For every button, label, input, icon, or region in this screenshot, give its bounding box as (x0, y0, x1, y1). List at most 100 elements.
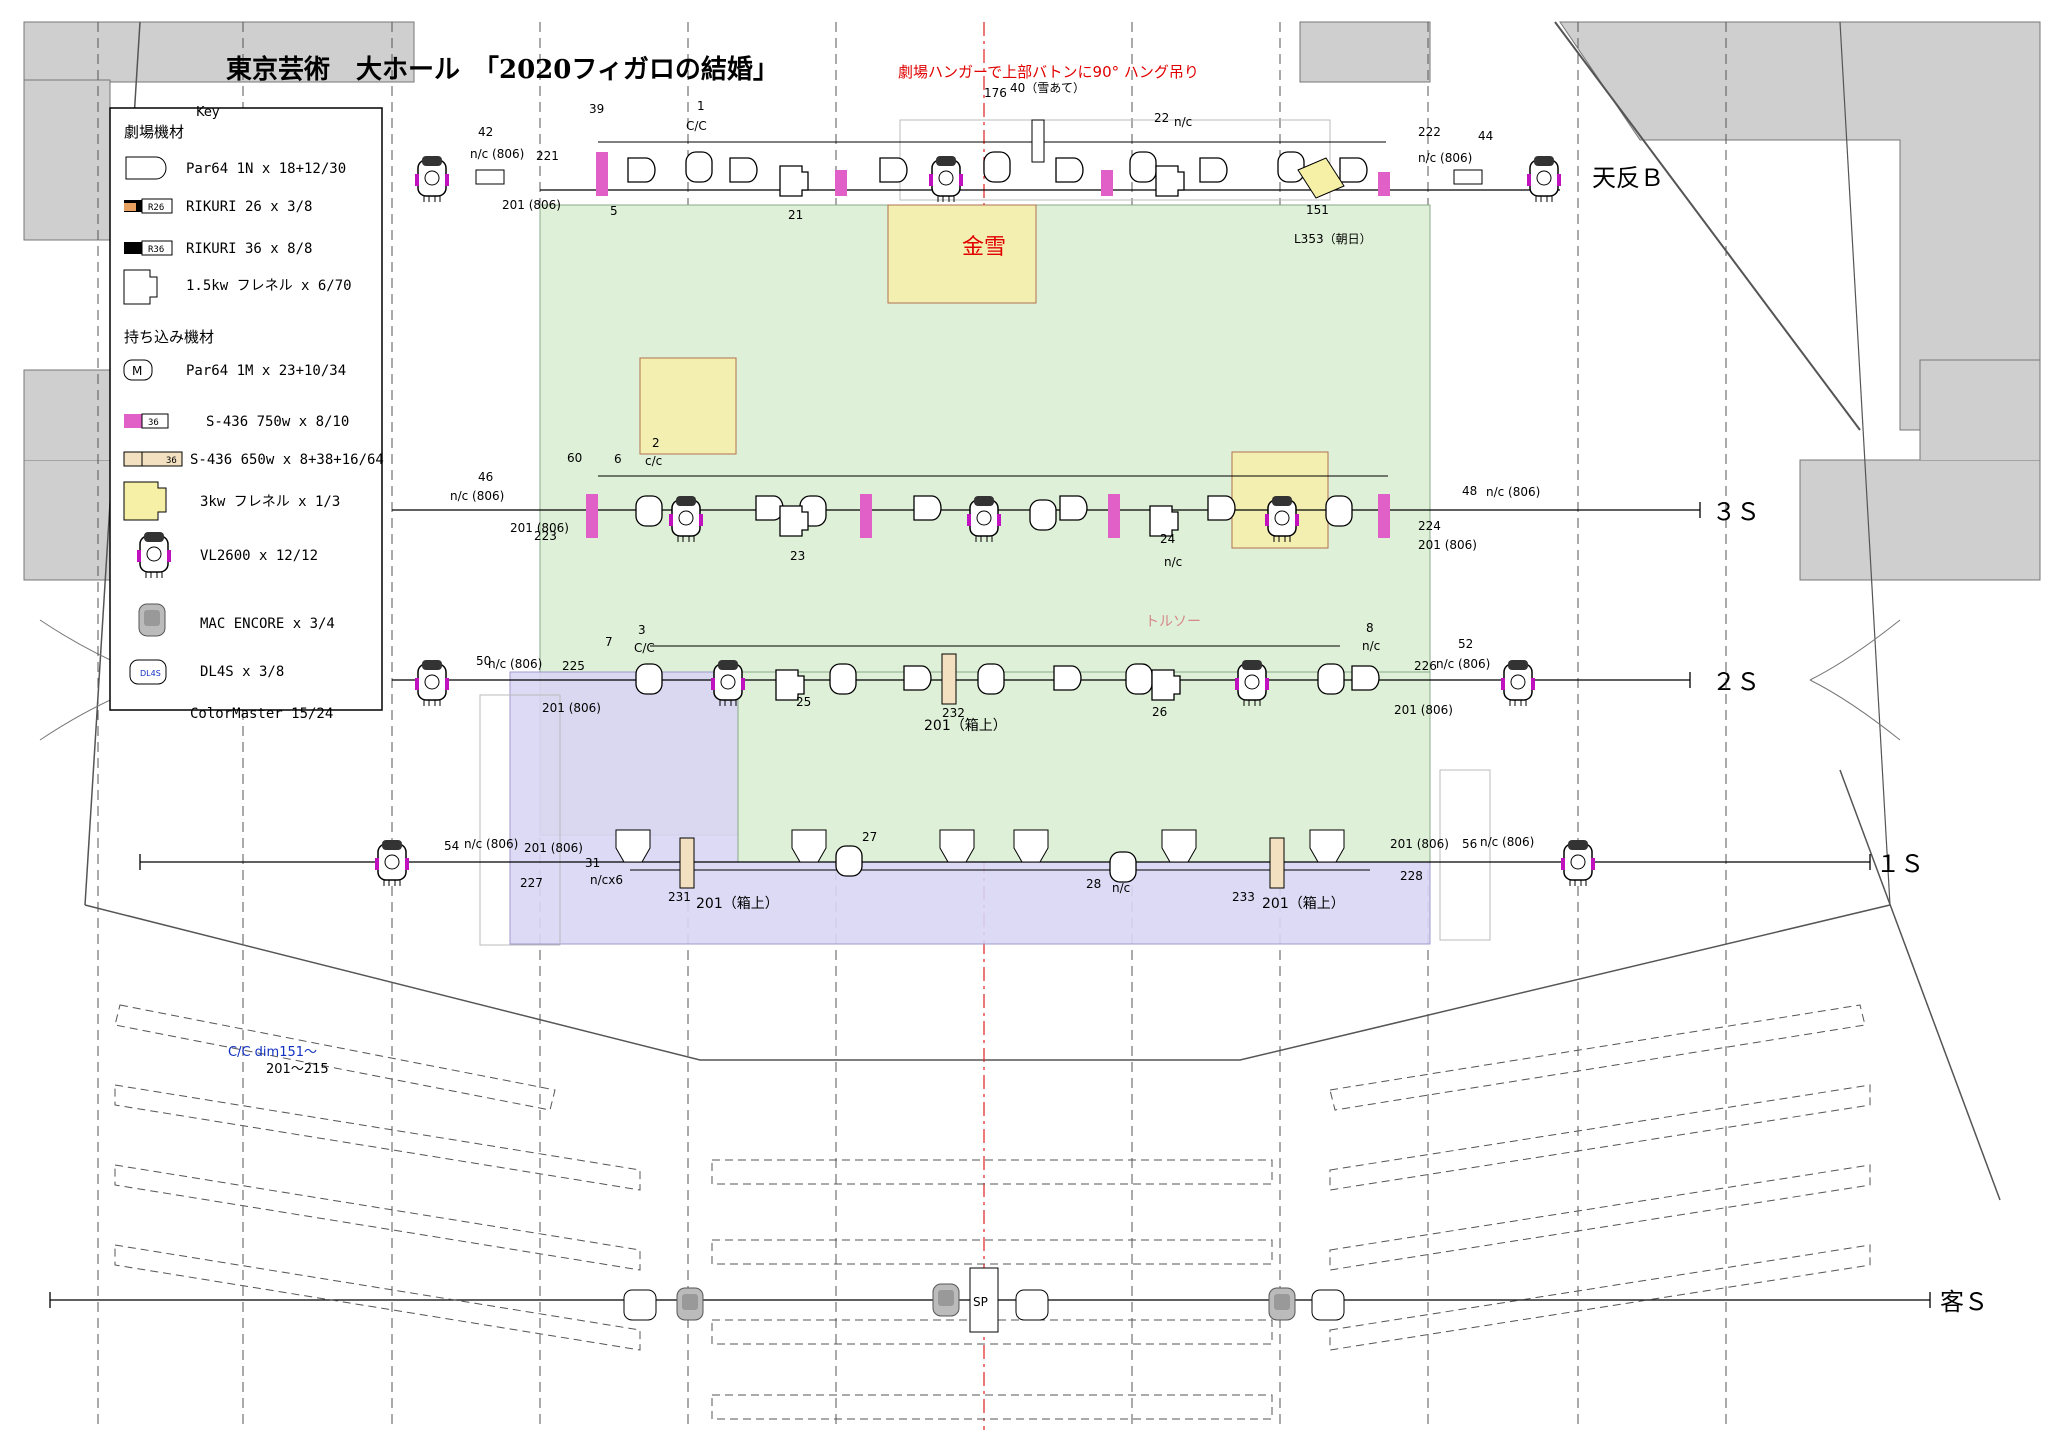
vl2600-fixture (928, 155, 964, 203)
svg-text:n/c (806): n/c (806) (470, 147, 524, 161)
tenhan-batten (414, 119, 1562, 203)
vl2600-fixture (1526, 155, 1562, 203)
svg-text:201 (806): 201 (806) (510, 521, 569, 535)
rikuri-26-icon: R26 (124, 198, 173, 214)
svg-text:226: 226 (1414, 659, 1437, 673)
hanger-note: 劇場ハンガーで上部バトンに90° ハング吊り (898, 63, 1199, 81)
svg-text:n/c (806): n/c (806) (1436, 657, 1490, 671)
svg-text:225: 225 (562, 659, 585, 673)
batten-ticks (49, 502, 1931, 1308)
svg-text:48: 48 (1462, 484, 1477, 498)
circuit-labels: 42 39 1 176 40（雪あて） 22 222 44 221 5 21 1… (444, 81, 1493, 904)
svg-text:54: 54 (444, 839, 459, 853)
svg-text:46: 46 (478, 470, 493, 484)
svg-text:201（箱上）: 201（箱上） (1262, 896, 1345, 912)
torso-label: トルソー (1145, 614, 1201, 630)
svg-text:201（箱上）: 201（箱上） (924, 718, 1007, 734)
svg-text:224: 224 (1418, 519, 1441, 533)
svg-text:27: 27 (862, 830, 877, 844)
walls (23, 21, 2041, 1201)
svg-text:223: 223 (534, 529, 557, 543)
svg-text:R26: R26 (148, 203, 164, 213)
svg-text:26: 26 (1152, 705, 1167, 719)
svg-text:n/c (806): n/c (806) (488, 657, 542, 671)
svg-text:5: 5 (610, 204, 618, 218)
1s-batten (374, 829, 1596, 889)
svg-text:2: 2 (652, 436, 660, 450)
svg-text:28: 28 (1086, 877, 1101, 891)
svg-text:n/c: n/c (1112, 881, 1130, 895)
svg-text:233: 233 (1232, 890, 1255, 904)
svg-text:31: 31 (585, 856, 600, 870)
svg-text:1: 1 (697, 99, 705, 113)
svg-text:n/c: n/c (1174, 115, 1192, 129)
fresnel-1-5kw-icon (123, 269, 158, 305)
svg-text:52: 52 (1458, 637, 1473, 651)
fresnel-3kw-icon (123, 481, 167, 521)
batten-label-tenhan: 天反Ｂ (1592, 164, 1664, 192)
svg-text:228: 228 (1400, 869, 1423, 883)
colormaster-label: ColorMaster 15/24 (190, 706, 333, 722)
legend-item: RIKURI 26 x 3/8 (186, 199, 312, 215)
legend: Key 劇場機材 Par64 1N x 18+12/30 R26 RIKURI … (109, 105, 384, 722)
svg-text:n/c (806): n/c (806) (1486, 485, 1540, 499)
svg-text:L353（朝日）: L353（朝日） (1294, 232, 1372, 246)
svg-text:227: 227 (520, 876, 543, 890)
batten-label-2s: ２Ｓ (1712, 668, 1760, 696)
vl2600-fixture (414, 155, 450, 203)
svg-text:n/cx6: n/cx6 (590, 873, 623, 887)
legend-item: S-436 650w x 8+38+16/64 (190, 452, 384, 468)
legend-section-brought: 持ち込み機材 (124, 328, 214, 346)
svg-text:39: 39 (589, 102, 604, 116)
svg-text:C/C: C/C (686, 119, 707, 133)
svg-text:44: 44 (1478, 129, 1493, 143)
cc-range-label: 201～215 (266, 1062, 329, 1077)
svg-text:n/c (806): n/c (806) (464, 837, 518, 851)
2s-batten (414, 645, 1536, 707)
rikuri-36-icon: R36 (124, 240, 173, 256)
svg-text:n/c (806): n/c (806) (1480, 835, 1534, 849)
svg-text:36: 36 (148, 418, 159, 428)
svg-text:7: 7 (605, 635, 613, 649)
svg-text:6: 6 (614, 452, 622, 466)
svg-text:25: 25 (796, 695, 811, 709)
svg-text:42: 42 (478, 125, 493, 139)
svg-text:201 (806): 201 (806) (542, 701, 601, 715)
svg-text:50: 50 (476, 654, 491, 668)
svg-text:201（箱上）: 201（箱上） (696, 896, 779, 912)
svg-text:R36: R36 (148, 245, 164, 255)
svg-text:60: 60 (567, 451, 582, 465)
svg-text:36: 36 (166, 456, 177, 466)
cc-dim-label: C/C dim151～ (228, 1045, 317, 1060)
kinsetsu-label: 金雪 (962, 235, 1006, 260)
svg-text:DL4S: DL4S (140, 669, 161, 678)
par64-icon (125, 156, 167, 180)
legend-item: Par64 1M x 23+10/34 (186, 363, 346, 379)
legend-section-theatre: 劇場機材 (124, 123, 184, 141)
svg-text:c/c: c/c (645, 454, 662, 468)
audience-fixtures (623, 1267, 1345, 1333)
svg-text:201 (806): 201 (806) (1390, 837, 1449, 851)
legend-item: 3kw フレネル x 1/3 (200, 494, 340, 510)
annotation-texts: n/c (806) 201 (806) n/c (806) n/c (806) … (450, 115, 1540, 912)
mac-encore-icon (138, 603, 166, 637)
3s-batten (586, 475, 1390, 543)
plot-title: 東京芸術 大ホール 「2020フィガロの結婚」 (226, 54, 779, 85)
batten-label-3s: ３Ｓ (1712, 498, 1760, 526)
svg-text:231: 231 (668, 890, 691, 904)
svg-text:n/c: n/c (1164, 555, 1182, 569)
legend-item: MAC ENCORE x 3/4 (200, 616, 335, 632)
par64-m-icon: M (123, 359, 153, 381)
svg-text:201 (806): 201 (806) (524, 841, 583, 855)
svg-text:40（雪あて）: 40（雪あて） (1010, 81, 1085, 95)
batten-label-kyaku: 客Ｓ (1940, 1288, 1988, 1316)
svg-text:56: 56 (1462, 837, 1477, 851)
legend-heading: Key (196, 105, 220, 120)
legend-item: Par64 1N x 18+12/30 (186, 161, 346, 177)
legend-item: DL4S x 3/8 (200, 664, 284, 680)
svg-text:3: 3 (638, 623, 646, 637)
s436-750-icon: 36 (124, 413, 169, 429)
svg-text:232: 232 (942, 706, 965, 720)
svg-text:221: 221 (536, 149, 559, 163)
